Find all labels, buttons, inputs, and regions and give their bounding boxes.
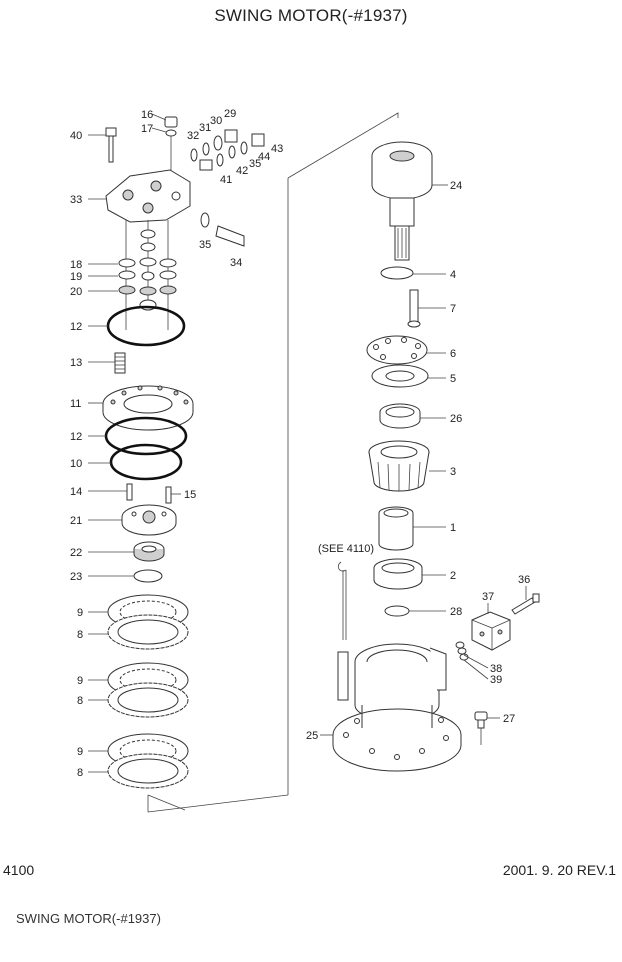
page-title: SWING MOTOR(-#1937) xyxy=(214,6,408,25)
label-15: 15 xyxy=(184,489,196,501)
label-5: 5 xyxy=(450,373,456,385)
label-44: 44 xyxy=(258,151,270,163)
pin-15 xyxy=(165,486,172,504)
label-12a: 12 xyxy=(70,321,82,333)
oring-12-upper xyxy=(106,305,186,347)
page-caption: SWING MOTOR(-#1937) xyxy=(16,911,161,926)
label-26: 26 xyxy=(450,413,462,425)
plug-16 xyxy=(164,116,178,128)
plug-41 xyxy=(199,159,213,171)
roller-bearing-3 xyxy=(368,440,430,492)
cylinder-block-24 xyxy=(371,141,433,261)
label-35b: 35 xyxy=(199,239,211,251)
label-2: 2 xyxy=(450,570,456,582)
label-24: 24 xyxy=(450,180,462,192)
oring-31 xyxy=(202,142,210,156)
oring-10 xyxy=(109,443,183,481)
bushing-1 xyxy=(378,506,414,551)
label-10: 10 xyxy=(70,458,82,470)
label-8c: 8 xyxy=(77,767,83,779)
orings-38-39 xyxy=(455,641,469,661)
snap-ring-28 xyxy=(384,605,410,617)
label-39: 39 xyxy=(490,674,502,686)
bearing-22 xyxy=(133,541,165,562)
plug-27 xyxy=(474,711,488,729)
label-31: 31 xyxy=(199,122,211,134)
label-43: 43 xyxy=(271,143,283,155)
label-16: 16 xyxy=(141,109,153,121)
label-35a: 35 xyxy=(249,158,261,170)
seal-stack-18-20 xyxy=(118,229,177,311)
oring-32 xyxy=(190,148,198,162)
label-9a: 9 xyxy=(77,607,83,619)
valve-body-33 xyxy=(105,169,191,223)
label-9b: 9 xyxy=(77,675,83,687)
label-41: 41 xyxy=(220,174,232,186)
oring-42 xyxy=(216,153,224,167)
piston-7 xyxy=(407,289,421,328)
bolt-40 xyxy=(105,127,117,163)
oring-35b xyxy=(200,212,210,228)
label-28: 28 xyxy=(450,606,462,618)
bearing-2 xyxy=(373,558,423,590)
valve-plate-21 xyxy=(121,504,177,536)
label-1: 1 xyxy=(450,522,456,534)
label-17: 17 xyxy=(141,123,153,135)
spring-13 xyxy=(114,352,126,374)
label-9c: 9 xyxy=(77,746,83,758)
label-8b: 8 xyxy=(77,695,83,707)
label-12b: 12 xyxy=(70,431,82,443)
friction-plates-set-1 xyxy=(107,594,189,650)
spool-34 xyxy=(215,225,245,247)
label-7: 7 xyxy=(450,303,456,315)
label-18: 18 xyxy=(70,259,82,271)
label-40: 40 xyxy=(70,130,82,142)
label-30: 30 xyxy=(210,115,222,127)
oring-17 xyxy=(165,129,177,137)
oring-35a xyxy=(228,145,236,159)
label-23: 23 xyxy=(70,571,82,583)
label-33: 33 xyxy=(70,194,82,206)
label-14: 14 xyxy=(70,486,82,498)
label-11: 11 xyxy=(70,398,81,410)
bushing-26 xyxy=(379,403,421,429)
label-42: 42 xyxy=(236,165,248,177)
bolt-36 xyxy=(511,593,540,615)
retainer-plate-6 xyxy=(366,335,428,365)
housing-25 xyxy=(332,643,462,772)
label-27: 27 xyxy=(503,713,515,725)
pin-14 xyxy=(126,483,133,501)
label-32: 32 xyxy=(187,130,199,142)
label-21: 21 xyxy=(70,515,82,527)
label-29: 29 xyxy=(224,108,236,120)
label-38: 38 xyxy=(490,663,502,675)
label-36: 36 xyxy=(518,574,530,586)
label-37: 37 xyxy=(482,591,494,603)
label-20: 20 xyxy=(70,286,82,298)
label-8a: 8 xyxy=(77,629,83,641)
relief-valve-block-37 xyxy=(471,611,511,651)
snap-ring-23 xyxy=(133,569,163,583)
label-6: 6 xyxy=(450,348,456,360)
plug-43 xyxy=(251,133,265,147)
page-number: 4100 xyxy=(3,862,35,878)
ring-30 xyxy=(213,135,223,151)
label-22: 22 xyxy=(70,547,82,559)
revision-date: 2001. 9. 20 REV.1 xyxy=(502,862,616,878)
label-25: 25 xyxy=(306,730,318,742)
label-3: 3 xyxy=(450,466,456,478)
label-34: 34 xyxy=(230,257,242,269)
see-reference-note: (SEE 4110) xyxy=(318,543,374,555)
assembly-boundary-line xyxy=(287,112,399,179)
oring-44 xyxy=(240,141,248,155)
friction-plates-set-2 xyxy=(107,662,189,718)
shoe-holder-4 xyxy=(380,266,414,280)
dipstick xyxy=(337,561,349,701)
label-19: 19 xyxy=(70,271,82,283)
friction-plates-set-3 xyxy=(107,733,189,789)
label-13: 13 xyxy=(70,357,82,369)
label-4: 4 xyxy=(450,269,456,281)
plug-29 xyxy=(224,129,238,143)
